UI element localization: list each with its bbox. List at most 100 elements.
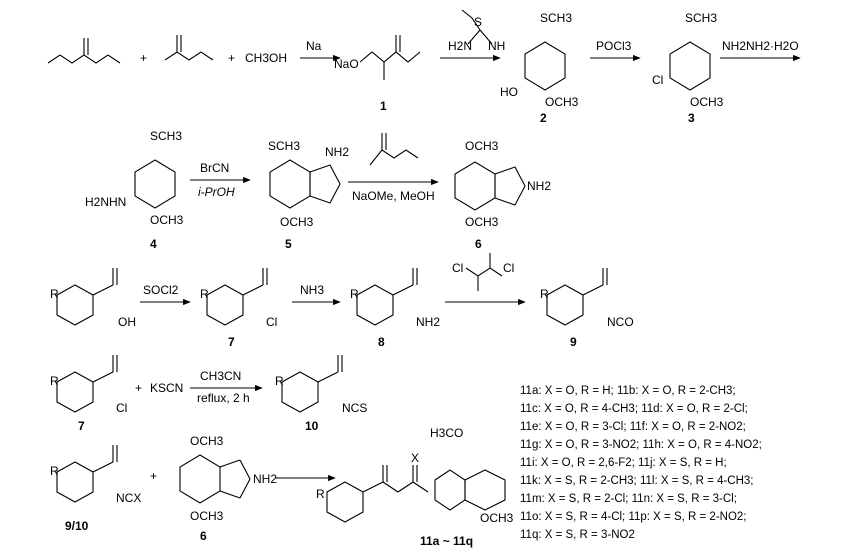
compound-4-ring <box>134 159 176 209</box>
arrow10-reagent-bottom: reflux, 2 h <box>197 391 250 405</box>
compound-5-number: 5 <box>285 237 292 251</box>
compound-4-sch3-label: SCH3 <box>150 129 182 143</box>
methanol-label: CH3OH <box>245 51 287 65</box>
compound-4-och3-label: OCH3 <box>150 213 184 227</box>
compound-2-ring <box>524 41 566 91</box>
methylisothiourea <box>461 9 493 45</box>
arrow4-reagent: NH2NH2·H2O <box>722 39 799 53</box>
compound-6-number: 6 <box>475 237 482 251</box>
reactant-number: 9/10 <box>65 519 89 533</box>
ethyl-acrylate <box>369 133 419 166</box>
compound-7-structure <box>206 268 268 326</box>
compound-7-row4-structure <box>56 355 118 413</box>
compound-3-sch3-label: SCH3 <box>685 11 717 25</box>
arrow7-reagent: SOCl2 <box>143 283 179 297</box>
compound-3-och3-label: OCH3 <box>690 95 724 109</box>
compound-3-number: 3 <box>688 111 695 125</box>
methyl-methoxyacetate <box>47 38 121 64</box>
arrow1-reagent: Na <box>306 39 322 53</box>
compound-9-r-label: R <box>540 287 549 301</box>
plus-sign: + <box>150 469 157 483</box>
arrow5-reagent-bottom: i-PrOH <box>198 185 235 199</box>
compound-10-number: 10 <box>305 419 319 433</box>
compound-2-number: 2 <box>540 111 547 125</box>
reactant-r-label: R <box>50 464 59 478</box>
product-r-label: R <box>316 487 325 501</box>
product-och3-label: OCH3 <box>480 511 514 525</box>
thiourea-nh-label: NH <box>488 39 505 53</box>
compound-7-row4-r-label: R <box>50 374 59 388</box>
arrow10-reagent-top: CH3CN <box>200 369 241 383</box>
oxalyl-chloride <box>465 253 503 291</box>
compound-3-cl-label: Cl <box>652 73 663 87</box>
benzoic-acid-structure <box>56 268 118 326</box>
product-h3co-label: H3CO <box>430 426 463 440</box>
compound-2-och3-label: OCH3 <box>545 95 579 109</box>
compound-7-row4-cl-label: Cl <box>116 401 127 415</box>
compound-6-row5-och3-top-label: OCH3 <box>190 434 224 448</box>
legend-line: 11m: X = S, R = 2-Cl; 11n: X = S, R = 3-… <box>520 493 737 505</box>
compound-8-structure <box>356 268 418 326</box>
compound-6-row5-number: 6 <box>200 529 207 543</box>
compound-6-row5-nh2-label: NH2 <box>253 472 277 486</box>
legend-line: 11k: X = S, R = 2-CH3; 11l: X = S, R = 4… <box>520 475 754 487</box>
compound-6-row5-structure <box>179 454 251 504</box>
plus-sign: + <box>140 51 147 65</box>
compound-9-structure <box>546 268 608 326</box>
benzoic-acid-r-label: R <box>50 287 59 301</box>
compound-10-ncs-label: NCS <box>342 401 367 415</box>
compound-3-ring <box>669 41 711 91</box>
benzoic-acid-oh-label: OH <box>118 315 136 329</box>
compound-4-number: 4 <box>150 237 157 251</box>
arrow3-reagent: POCl3 <box>596 39 632 53</box>
legend-line: 11c: X = O, R = 4-CH3; 11d: X = O, R = 2… <box>520 403 748 415</box>
compound-2-ho-label: HO <box>500 85 518 99</box>
ethyl-formate <box>164 35 214 61</box>
plus-sign: + <box>135 381 142 395</box>
compound-7-row4-number: 7 <box>78 419 85 433</box>
reactant-ncx-label: NCX <box>116 491 141 505</box>
oxalyl-cl2-label: Cl <box>503 261 514 275</box>
reactant-9-10-structure <box>56 445 118 503</box>
product-number: 11a ~ 11q <box>420 534 473 548</box>
compound-6-och3-top-label: OCH3 <box>465 139 499 153</box>
legend-line: 11e: X = O, R = 3-Cl; 11f: X = O, R = 2-… <box>520 421 746 433</box>
legend-line: 11a: X = O, R = H; 11b: X = O, R = 2-CH3… <box>520 385 736 397</box>
plus-sign: + <box>228 51 235 65</box>
kscn-label: KSCN <box>150 381 183 395</box>
compound-5-structure <box>269 159 341 209</box>
compound-1-na-label: NaO <box>334 57 359 71</box>
thiourea-s-label: S <box>474 15 482 29</box>
compound-5-sch3-label: SCH3 <box>268 139 300 153</box>
oxalyl-cl1-label: Cl <box>452 261 463 275</box>
compound-1-structure <box>359 35 421 80</box>
compound-2-sch3-label: SCH3 <box>540 11 572 25</box>
compound-7-cl-label: Cl <box>266 315 277 329</box>
compound-9-number: 9 <box>570 335 577 349</box>
compound-6-och3-bottom-label: OCH3 <box>465 215 499 229</box>
arrow8-reagent: NH3 <box>300 283 324 297</box>
arrow6-reagent-bottom: NaOMe, MeOH <box>352 189 435 203</box>
thiourea-h2n-label: H2N <box>448 39 472 53</box>
compound-7-r-label: R <box>200 287 209 301</box>
compound-6-nh2-label: NH2 <box>527 179 551 193</box>
legend: 11a: X = O, R = H; 11b: X = O, R = 2-CH3… <box>520 385 762 541</box>
legend-line: 11q: X = S, R = 3-NO2 <box>520 529 635 541</box>
legend-line: 11g: X = O, R = 3-NO2; 11h: X = O, R = 4… <box>520 439 762 451</box>
compound-5-nh2-label: NH2 <box>325 145 349 159</box>
compound-5-och3-label: OCH3 <box>280 215 314 229</box>
legend-line: 11i: X = O, R = 2,6-F2; 11j: X = S, R = … <box>520 457 727 469</box>
product-x-label: X <box>411 451 419 465</box>
compound-4-hydrazine-label: H2NHN <box>85 195 126 209</box>
compound-6-structure <box>454 161 526 211</box>
compound-8-nh2-label: NH2 <box>416 315 440 329</box>
compound-9-nco-label: NCO <box>607 315 634 329</box>
legend-line: 11o: X = S, R = 4-Cl; 11p: X = S, R = 2-… <box>520 511 747 523</box>
product-11-structure <box>326 465 506 523</box>
compound-10-r-label: R <box>275 374 284 388</box>
compound-1-number: 1 <box>380 99 387 113</box>
compound-6-row5-och3-bottom-label: OCH3 <box>190 509 224 523</box>
arrow5-reagent-top: BrCN <box>200 161 229 175</box>
compound-10-structure <box>281 355 343 413</box>
